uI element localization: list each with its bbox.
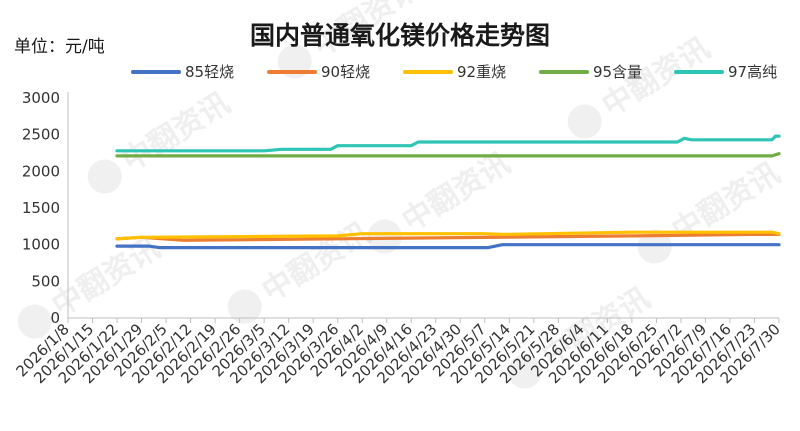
- watermark-stamp: 中翻资讯: [567, 31, 716, 139]
- series-line-5: [115, 134, 781, 153]
- y-tick-label: 0: [50, 309, 60, 327]
- legend: 85轻烧 90轻烧 92重烧 95含量 97高纯: [131, 63, 777, 81]
- series-line-1: [115, 243, 781, 250]
- watermark-text: 中翻资讯: [256, 216, 376, 309]
- y-tick-label: 2000: [22, 162, 60, 180]
- watermark-logo-icon: [87, 159, 122, 194]
- y-tick-label: 1500: [22, 199, 60, 217]
- legend-label: 95含量: [593, 63, 642, 81]
- watermark-text: 中翻资讯: [396, 146, 516, 239]
- y-tick-label: 500: [31, 272, 60, 290]
- series-layer: [115, 134, 781, 250]
- watermark-logo-icon: [227, 289, 262, 324]
- unit-label: 单位：元/吨: [14, 37, 105, 57]
- legend-label: 85轻烧: [185, 63, 234, 81]
- chart-title: 国内普通氧化镁价格走势图: [250, 21, 550, 50]
- watermark-stamp: 中翻资讯: [367, 146, 516, 254]
- legend-label: 90轻烧: [321, 63, 370, 81]
- watermark-logo-icon: [637, 229, 672, 264]
- watermark-text: 中翻资讯: [116, 86, 236, 179]
- watermark-logo-icon: [17, 304, 52, 339]
- legend-label: 92重烧: [457, 63, 506, 81]
- series-line-3: [115, 230, 781, 241]
- watermark-logo-icon: [507, 354, 542, 389]
- watermark-stamp: 中翻资讯: [87, 86, 236, 194]
- watermark-logo-icon: [567, 104, 602, 139]
- y-tick-label: 2500: [22, 126, 60, 144]
- y-tick-label: 1000: [22, 236, 60, 254]
- axes: 0500100015002000250030002026/1/82026/1/1…: [12, 89, 783, 387]
- watermark-stamp: 中翻资讯: [637, 156, 786, 264]
- legend-label: 97高纯: [728, 63, 777, 81]
- series-line-4: [115, 152, 781, 158]
- y-tick-label: 3000: [22, 89, 60, 107]
- watermark-logo-icon: [367, 219, 402, 254]
